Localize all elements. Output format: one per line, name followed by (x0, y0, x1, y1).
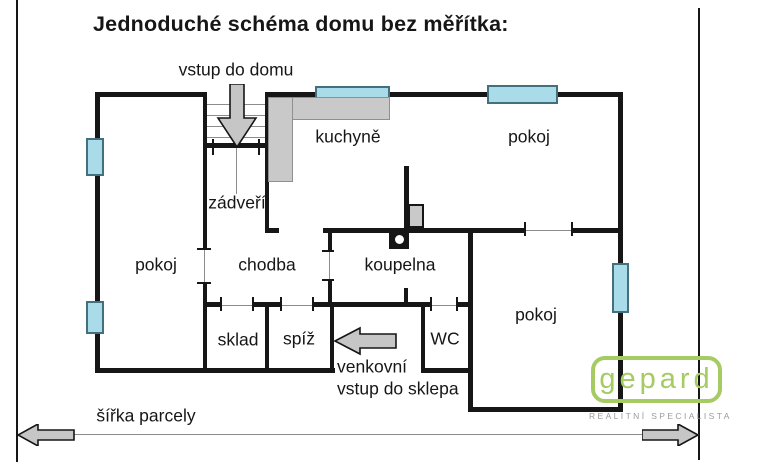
page-title: Jednoduché schéma domu bez měřítka: (93, 12, 509, 36)
parcel-arrow-right-icon (642, 424, 699, 446)
opening-spiz-door (281, 305, 313, 306)
pokoj-chodba-wall-upper (203, 92, 207, 250)
koupelna-door-stub (404, 288, 408, 304)
left-building-top (95, 92, 207, 97)
mid-wall-a (323, 228, 525, 233)
right-building-right (618, 92, 623, 412)
wc-bottom-wall (421, 368, 472, 373)
door-jamb-tick-3 (322, 250, 334, 252)
room-label-chodba: chodba (238, 254, 296, 275)
zadveri-right-wall (265, 92, 269, 233)
door-jamb-tick-9 (430, 297, 432, 311)
door-jamb-tick-5 (220, 297, 222, 311)
gepard-logo: gepard (591, 356, 722, 403)
door-jamb-tick-1 (197, 248, 211, 250)
window-pokoj-bottom (612, 263, 629, 313)
wc-left-wall (421, 302, 425, 372)
door-jamb-tick-12 (571, 222, 573, 236)
kitchen-divider (404, 166, 409, 232)
boiler (389, 230, 409, 249)
cellar-label-line2: vstup do sklepa (337, 378, 459, 399)
parcel-measure-line (18, 434, 699, 435)
room-label-spiz: spíž (282, 328, 316, 349)
left-building-left (95, 92, 100, 373)
boiler-circle (394, 235, 404, 244)
window-pokoj-left-upper (86, 138, 104, 176)
opening-koupelna-door (329, 252, 330, 281)
door-jamb-tick-6 (252, 297, 254, 311)
entrance-arrow-icon (216, 84, 258, 148)
door-jamb-tick-11 (524, 222, 526, 236)
sklad-spiz-divider (265, 302, 269, 372)
zadveri-stub (265, 228, 279, 233)
kitchen-counter-vertical (268, 97, 293, 182)
koupelna-left-lower (328, 281, 332, 305)
door-jamb-tick-2 (197, 282, 211, 284)
room-label-koupelna: koupelna (364, 254, 436, 275)
door-jamb-tick-10 (456, 297, 458, 311)
opening-sklad-door (221, 305, 253, 306)
left-building-bottom (95, 368, 335, 373)
gepard-logo-text: gepard (599, 363, 714, 395)
cellar-arrow-icon (333, 326, 397, 356)
parcel-arrow-left-icon (18, 424, 75, 446)
right-pokoj-bottom (468, 407, 623, 412)
room-label-pokoj-left: pokoj (135, 254, 177, 275)
cellar-label-line1: venkovní (337, 356, 408, 377)
right-pokoj-left-wall (468, 228, 473, 412)
door-jamb-tick-14 (258, 139, 260, 155)
door-jamb-tick-4 (322, 279, 334, 281)
south-wall-3 (313, 302, 431, 307)
pokoj-chodba-wall-lower (203, 284, 207, 372)
opening-wc-door (431, 305, 457, 306)
south-wall-1 (203, 302, 221, 307)
koupelna-left-upper (328, 233, 332, 252)
door-swing-line (236, 148, 237, 194)
gepard-logo-tagline: REALITNÍ SPECIALISTA (589, 411, 732, 421)
south-wall-4 (457, 302, 472, 307)
room-label-kuchyne: kuchyně (315, 126, 381, 147)
parcel-boundary-right (698, 8, 700, 460)
door-jamb-tick-8 (312, 297, 314, 311)
chimney (408, 204, 424, 228)
room-label-wc: WC (430, 328, 460, 349)
room-label-sklad: sklad (217, 329, 259, 350)
door-jamb-tick-7 (280, 297, 282, 311)
door-jamb-tick-13 (212, 139, 214, 155)
room-label-pokoj-top: pokoj (508, 126, 550, 147)
window-pokoj-left-lower (86, 301, 104, 334)
room-label-pokoj-bottom: pokoj (515, 304, 557, 325)
opening-pokoj-door (204, 250, 205, 284)
room-label-zadveri: zádveří (208, 192, 266, 213)
mid-wall-b (572, 228, 623, 233)
right-building-top (265, 92, 623, 97)
window-pokoj-top (487, 85, 558, 104)
spiz-right-wall (330, 302, 334, 372)
entrance-label: vstup do domu (178, 59, 294, 80)
parcel-width-label: šířka parcely (96, 405, 196, 426)
opening-pokoj-pokoj (525, 230, 572, 231)
parcel-boundary-left (16, 0, 18, 462)
